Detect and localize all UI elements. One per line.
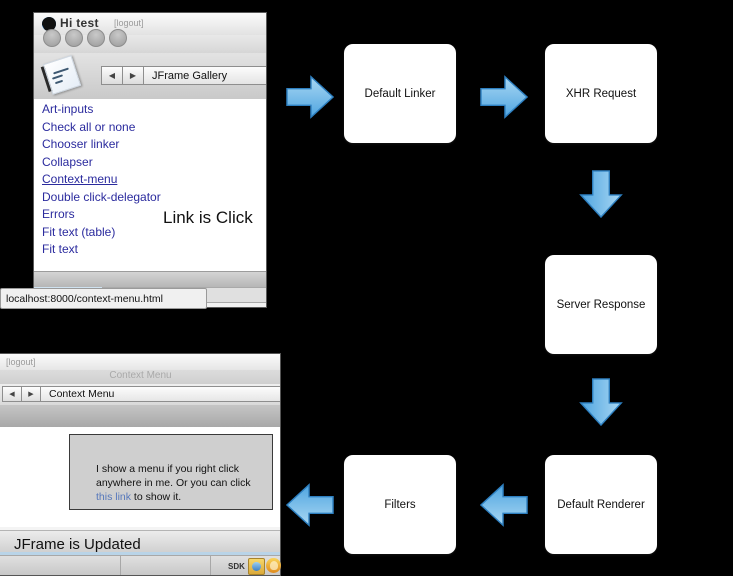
list-item[interactable]: Check all or none <box>42 119 136 134</box>
toolbar-round-button-4[interactable] <box>109 29 127 47</box>
list-item-context-menu[interactable]: Context-menu <box>42 172 118 186</box>
location-field-2[interactable]: Context Menu <box>41 386 280 402</box>
forward-button-2[interactable]: ▶ <box>22 386 41 402</box>
jframe-updated-message: JFrame is Updated <box>14 536 141 553</box>
context-menu-demo-box[interactable]: I show a menu if you right click anywher… <box>69 434 273 510</box>
link-is-clicked-message: Link is Click <box>163 208 253 227</box>
window2-blue-divider <box>0 552 280 555</box>
context-box-text-before: I show a menu if you right click anywher… <box>96 463 251 489</box>
flow-node-filters: Filters <box>344 455 456 554</box>
status-url-tooltip: localhost:8000/context-menu.html <box>0 288 207 309</box>
window1-page-content: Art-inputs Check all or none Chooser lin… <box>34 99 266 271</box>
flow-node-server-response: Server Response <box>545 255 657 354</box>
location-field[interactable]: JFrame Gallery <box>144 66 266 85</box>
list-item[interactable]: Fit text <box>42 242 79 256</box>
arrow-xhr-to-server-icon <box>578 170 624 219</box>
window2-ghost-title: Context Menu <box>0 370 280 385</box>
arrow-linker-to-xhr-icon <box>480 74 529 120</box>
arrow-into-linker-icon <box>286 74 335 120</box>
window2-nav-row: ◀ ▶ Context Menu <box>0 384 280 406</box>
greeting-label: Hi test <box>60 16 99 30</box>
context-box-text-after: to show it. <box>131 491 182 503</box>
toolbar-round-button-2[interactable] <box>65 29 83 47</box>
back-button-2[interactable]: ◀ <box>2 386 22 402</box>
list-item[interactable]: Art-inputs <box>42 102 94 116</box>
window2-jframe-bar <box>0 530 280 553</box>
sdk-label: SDK <box>228 562 245 571</box>
flow-node-label: Server Response <box>556 298 646 311</box>
circle-logo-icon <box>42 17 56 31</box>
flow-node-label: Default Linker <box>364 87 436 100</box>
window1-toolbar: ◀ ▶ JFrame Gallery <box>34 53 266 100</box>
flow-node-default-linker: Default Linker <box>344 44 456 143</box>
list-item[interactable]: Fit text (table) <box>42 224 116 239</box>
sdk-orange-swirl-icon[interactable] <box>266 558 281 573</box>
flow-node-label: XHR Request <box>565 87 637 100</box>
forward-button[interactable]: ▶ <box>123 66 144 85</box>
window1-nav-group: ◀ ▶ JFrame Gallery <box>101 66 266 85</box>
window2-toolbar-fill <box>0 405 280 428</box>
list-item[interactable]: Errors <box>42 207 75 221</box>
window1-button-row <box>34 29 266 54</box>
flow-node-label: Default Renderer <box>557 498 645 511</box>
flow-node-default-renderer: Default Renderer <box>545 455 657 554</box>
list-item[interactable]: Chooser linker <box>42 137 120 151</box>
list-item[interactable]: Double click-delegator <box>42 189 161 204</box>
art-photo-icon <box>40 55 82 96</box>
this-link[interactable]: this link <box>96 491 132 503</box>
logout-link-2[interactable]: [logout] <box>6 357 36 367</box>
back-button[interactable]: ◀ <box>101 66 123 85</box>
arrow-renderer-to-filters-icon <box>479 482 528 528</box>
window2-taskbar[interactable] <box>0 555 280 575</box>
window2-nav-group: ◀ ▶ Context Menu <box>2 386 280 402</box>
logout-link[interactable]: [logout] <box>114 18 144 28</box>
arrow-server-to-renderer-icon <box>578 378 624 427</box>
arrow-out-of-filters-icon <box>285 482 334 528</box>
toolbar-round-button-1[interactable] <box>43 29 61 47</box>
browser-window-gallery[interactable]: Hi test [logout] ◀ ▶ JFrame Gallery Art-… <box>33 12 267 308</box>
toolbar-round-button-3[interactable] <box>87 29 105 47</box>
flow-node-xhr-request: XHR Request <box>545 44 657 143</box>
demo-link-list: Art-inputs Check all or none Chooser lin… <box>42 101 161 259</box>
sdk-blue-file-icon[interactable] <box>248 558 265 575</box>
list-item[interactable]: Collapser <box>42 154 93 169</box>
flow-node-label: Filters <box>384 498 416 511</box>
